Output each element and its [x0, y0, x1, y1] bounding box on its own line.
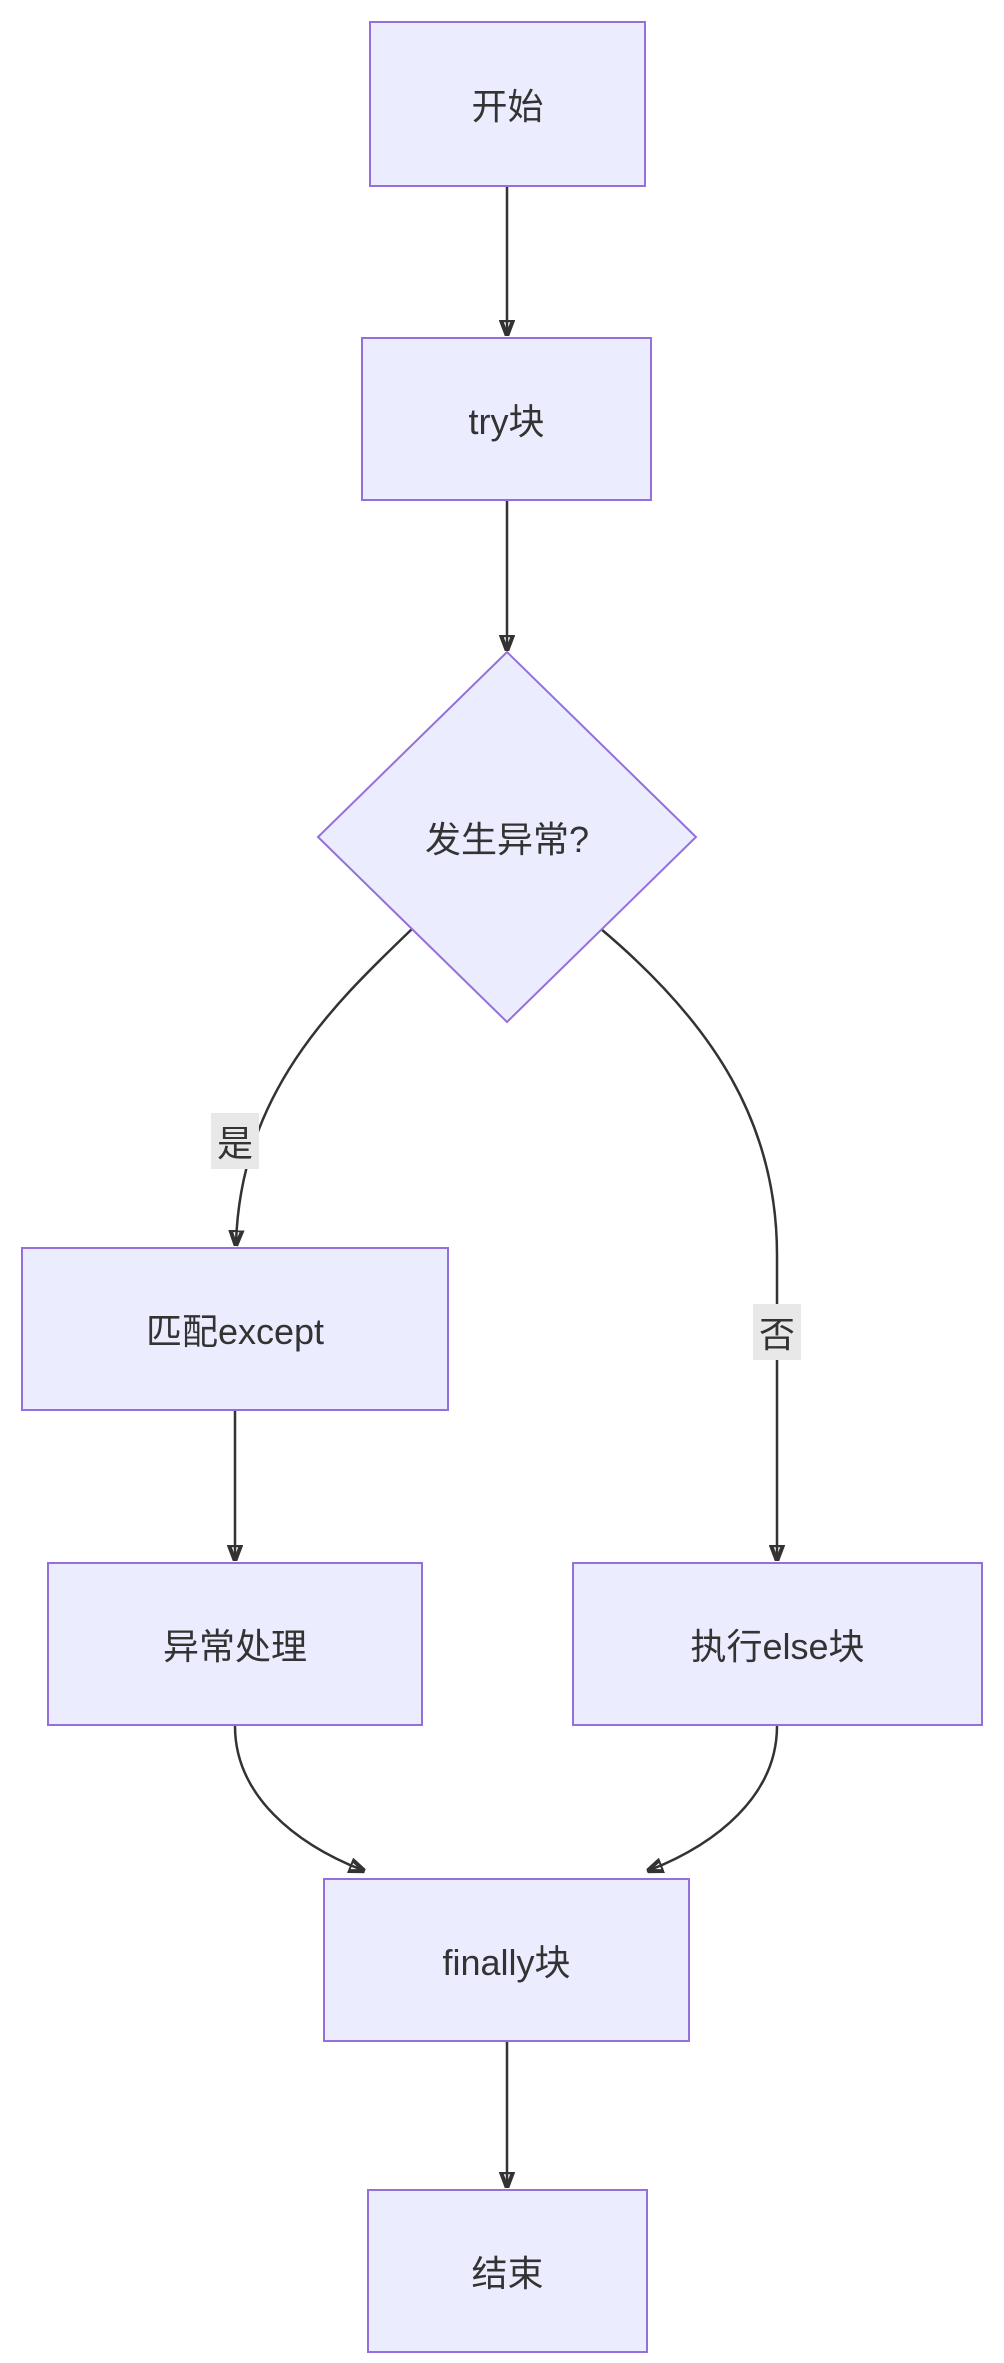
node-start-label: 开始	[471, 86, 544, 127]
node-start: 开始	[369, 21, 646, 187]
node-exception-handling-label: 异常处理	[162, 1626, 307, 1667]
edge-else-finally	[650, 1725, 779, 1870]
edge-exception-match-except	[236, 928, 413, 1243]
node-finally-block-label: finally块	[442, 1942, 571, 1983]
node-exception-diamond-shape	[316, 650, 698, 1024]
node-exception-decision-label: 发生异常?	[424, 819, 590, 860]
node-match-except-label: 匹配except	[145, 1311, 325, 1352]
edge-exception-else	[600, 928, 777, 1558]
node-end: 结束	[367, 2189, 648, 2353]
node-else-block: 执行else块	[572, 1562, 983, 1726]
node-match-except: 匹配except	[21, 1247, 449, 1411]
edge-label-yes: 是	[210, 1113, 260, 1169]
node-exception-handling: 异常处理	[47, 1562, 423, 1726]
node-try-block-label: try块	[468, 401, 545, 442]
node-else-block-label: 执行else块	[690, 1626, 865, 1667]
edge-label-no: 否	[752, 1304, 802, 1360]
edge-handling-finally	[233, 1725, 362, 1870]
node-finally-block: finally块	[323, 1878, 690, 2042]
node-end-label: 结束	[471, 2253, 544, 2294]
node-try-block: try块	[361, 337, 652, 501]
